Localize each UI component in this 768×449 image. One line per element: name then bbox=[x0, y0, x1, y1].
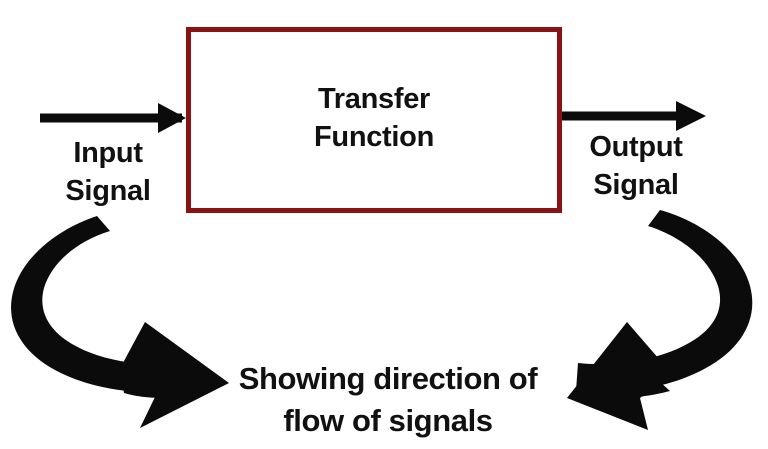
output-signal-label: Output Signal bbox=[589, 131, 683, 201]
transfer-function-label: Transfer Function bbox=[313, 83, 434, 153]
input-signal-label: Input Signal bbox=[65, 137, 151, 207]
right-flow-curved-arrow-icon bbox=[567, 210, 753, 430]
left-flow-curved-arrow-icon bbox=[11, 216, 229, 428]
transfer-function-box bbox=[186, 27, 562, 213]
input-arrow-icon bbox=[40, 103, 186, 133]
output-arrow-icon bbox=[562, 101, 706, 131]
flow-direction-caption: Showing direction of flow of signals bbox=[238, 361, 538, 438]
